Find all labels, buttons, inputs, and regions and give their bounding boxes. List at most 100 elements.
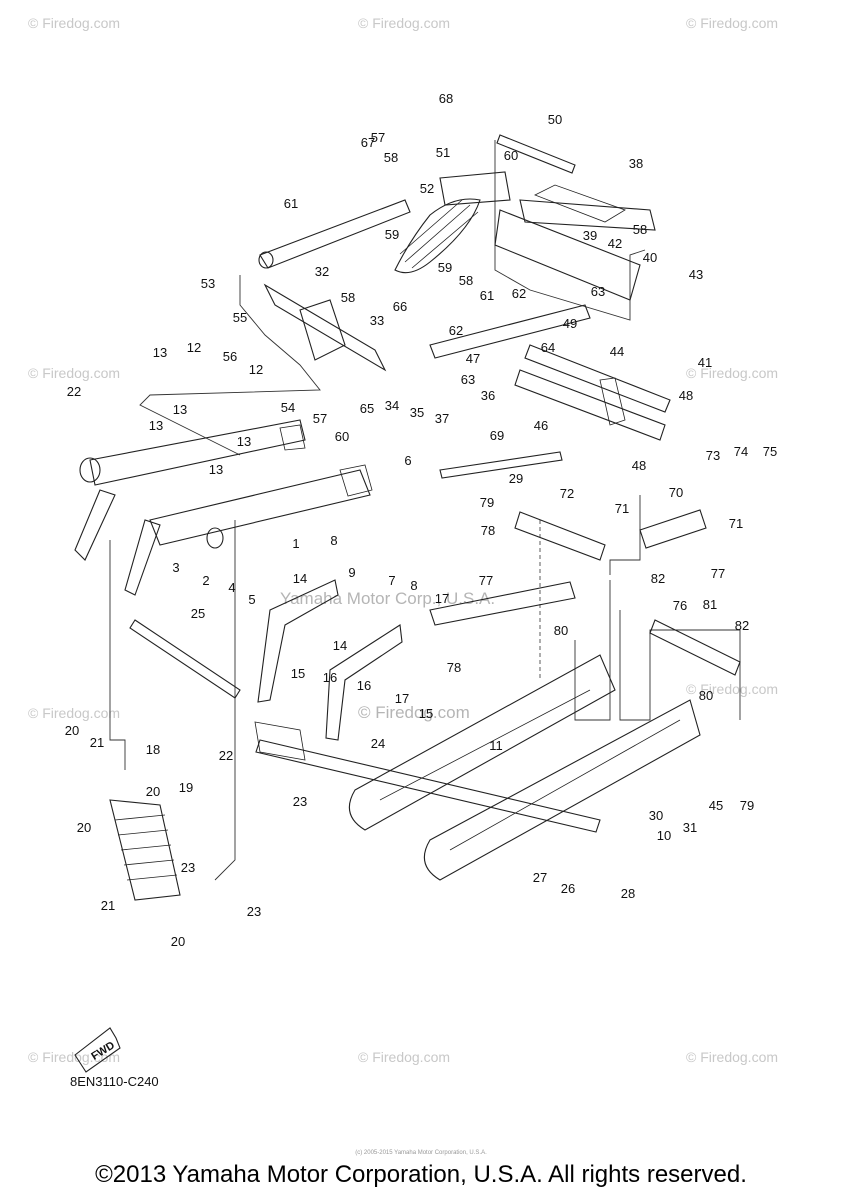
callout-number: 25 [191,606,205,621]
rod-61 [259,199,411,269]
callout-number: 10 [657,828,671,843]
callout-number: 53 [201,276,215,291]
link-77 [429,581,576,626]
callout-number: 45 [709,798,723,813]
fwd-arrow: FWD [74,1027,121,1073]
callout-number: 72 [560,486,574,501]
frame-right [609,495,641,575]
front-shock [109,799,181,901]
watermark: © Firedog.com [686,1049,778,1065]
callout-number: 17 [395,691,409,706]
callout-number: 8 [330,533,337,548]
watermark: © Firedog.com [28,365,120,381]
callout-number: 35 [410,405,424,420]
callout-number: 77 [711,566,725,581]
rear-arm-upper [494,209,641,301]
frame-left [109,540,126,770]
callout-number: 36 [481,388,495,403]
callout-number: 33 [370,313,384,328]
watermark: © Firedog.com [28,15,120,31]
callout-number: 51 [436,145,450,160]
callout-number: 15 [291,666,305,681]
crossbar-38 [534,184,626,223]
callout-number: 61 [284,196,298,211]
callout-number: 13 [153,345,167,360]
shaft-81 [649,619,741,676]
callout-number: 16 [357,678,371,693]
watermark: © Firedog.com [686,15,778,31]
callout-number: 27 [533,870,547,885]
callout-number: 4 [228,580,235,595]
callout-number: 78 [447,660,461,675]
callout-number: 24 [371,736,385,751]
front-arm-upper [89,419,306,486]
callout-layer: 1234567889101112121313131313141415151616… [65,91,777,949]
watermark: © Firedog.com [686,681,778,697]
bracket-45 [599,377,626,426]
callout-number: 59 [438,260,452,275]
watermark: © Firedog.com [686,365,778,381]
callout-number: 26 [561,881,575,896]
front-arm-tube [149,469,371,546]
shock-spring [394,198,481,274]
frame-shock [214,520,236,881]
tube-end [206,527,224,549]
callout-number: 22 [219,748,233,763]
callout-number: 14 [293,571,307,586]
callout-number: 21 [101,898,115,913]
callout-number: 76 [673,598,687,613]
watermark-dealer: Yamaha Motor Corp., U.S.A. [280,589,495,608]
strap-14 [257,579,339,703]
shock-body [439,171,511,206]
callout-number: 61 [480,288,494,303]
callout-number: 79 [480,495,494,510]
center-arm-bracket [299,299,346,361]
callout-number: 82 [651,571,665,586]
callout-number: 58 [459,273,473,288]
callout-number: 63 [461,372,475,387]
callout-number: 40 [643,250,657,265]
callout-number: 11 [489,738,503,753]
callout-number: 58 [341,290,355,305]
slide-rail-right [423,699,701,881]
callout-number: 31 [683,820,697,835]
callout-number: 1 [292,536,299,551]
callout-number: 16 [323,670,337,685]
callout-number: 13 [173,402,187,417]
copyright-notice: ©2013 Yamaha Motor Corporation, U.S.A. A… [95,1161,747,1188]
callout-number: 12 [187,340,201,355]
callout-number: 43 [689,267,703,282]
callout-number: 29 [509,471,523,486]
callout-number: 41 [698,355,712,370]
callout-number: 23 [247,904,261,919]
bracket [339,464,373,497]
watermark: © Firedog.com [358,15,450,31]
callout-number: 17 [435,591,449,606]
front-arm-leg [124,519,161,596]
callout-number: 58 [384,150,398,165]
shaft-47 [514,369,666,441]
pivot-bracket [254,721,306,761]
callout-number: 22 [67,384,81,399]
shock-coils [114,814,178,881]
callout-number: 18 [146,742,160,757]
callout-number: 6 [404,453,411,468]
front-arm-leg [74,489,116,561]
callout-number: 32 [315,264,329,279]
frame-upper-right [494,140,646,321]
callout-number: 62 [449,323,463,338]
callout-number: 50 [548,112,562,127]
rod-61-lower [429,304,591,359]
pivot-shaft [255,739,601,833]
tube-end [79,457,101,483]
callout-number: 39 [583,228,597,243]
callout-number: 65 [360,401,374,416]
watermark: © Firedog.com [358,1049,450,1065]
callout-number: 13 [149,418,163,433]
callout-number: 20 [65,723,79,738]
callout-number: 48 [679,388,693,403]
callout-number: 49 [563,316,577,331]
callout-number: 70 [669,485,683,500]
callout-number: 80 [699,688,713,703]
